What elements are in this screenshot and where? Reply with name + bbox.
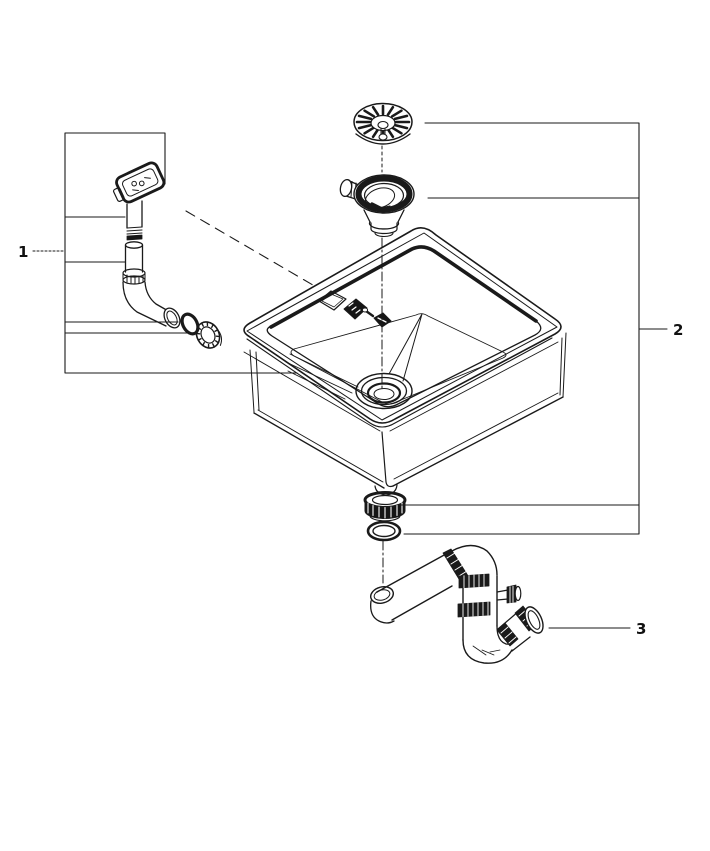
callout-part1: 1 <box>18 132 298 374</box>
strainer-cap <box>353 102 413 145</box>
overflow-opening <box>318 290 347 311</box>
alignment-axes <box>185 145 384 584</box>
callout-part2: 2 <box>397 122 683 535</box>
o-ring <box>366 520 402 542</box>
part3-label: 3 <box>636 620 646 638</box>
overflow-nut <box>195 321 223 349</box>
overflow-assembly <box>112 161 223 349</box>
part2-label: 2 <box>673 321 683 339</box>
hose-barb <box>496 584 522 604</box>
overflow-head <box>112 161 166 204</box>
callout-part3: 3 <box>548 620 646 638</box>
part1-label: 1 <box>18 243 28 261</box>
drain-flange <box>339 174 415 238</box>
locknut <box>363 491 407 522</box>
siphon-trap <box>370 544 544 664</box>
overflow-cover-plate <box>343 298 392 328</box>
sink-basin <box>243 227 567 496</box>
gasket-alignment-dash <box>185 210 319 289</box>
